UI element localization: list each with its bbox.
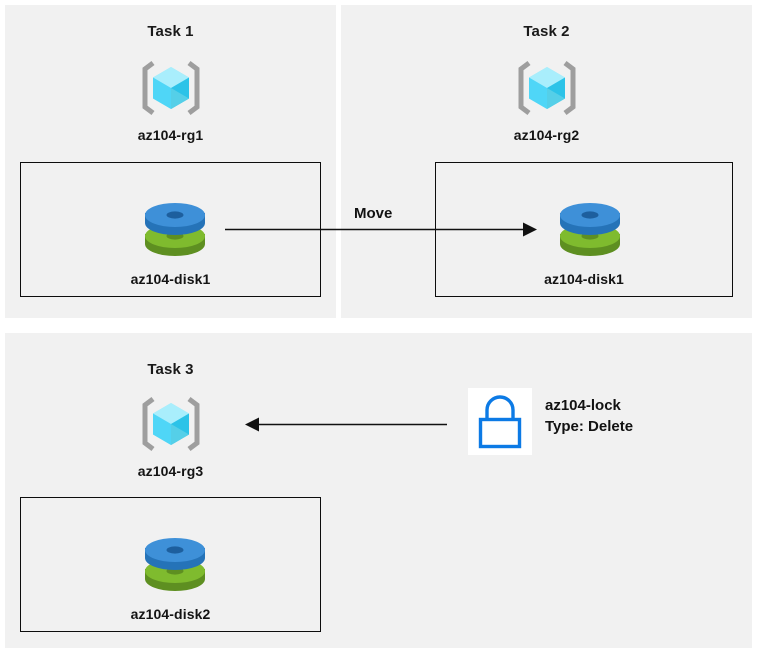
padlock-icon: [468, 388, 532, 455]
lock-name: az104-lock: [545, 397, 621, 414]
panel-task-2: Task 2 az104-rg2: [341, 5, 752, 318]
lock-info: az104-lock Type: Delete: [545, 395, 633, 438]
resource-2-label: az104-disk1: [544, 271, 624, 287]
managed-disk-icon: [141, 533, 209, 595]
resource-box-task-3: [20, 497, 321, 632]
resource-1-label: az104-disk1: [130, 271, 211, 287]
move-label: Move: [354, 205, 393, 222]
resource-group-1-label: az104-rg1: [137, 127, 204, 143]
resource-3-label: az104-disk2: [130, 606, 211, 622]
panel-task-3: Task 3 az104-rg3: [5, 333, 752, 648]
resource-group-3-label: az104-rg3: [137, 463, 204, 479]
resource-group-cube-icon: [515, 59, 579, 117]
resource-group-cube-icon: [139, 59, 203, 117]
task-2-title: Task 2: [523, 23, 570, 40]
resource-group-cube-icon: [139, 395, 203, 453]
lock-type: Type: Delete: [545, 418, 634, 436]
resource-group-2-label: az104-rg2: [513, 127, 580, 143]
panel-task-1: Task 1 az104-rg1: [5, 5, 336, 318]
managed-disk-icon: [556, 198, 624, 260]
task-1-title: Task 1: [147, 23, 194, 40]
task-3-title: Task 3: [147, 361, 194, 378]
managed-disk-icon: [141, 198, 209, 260]
